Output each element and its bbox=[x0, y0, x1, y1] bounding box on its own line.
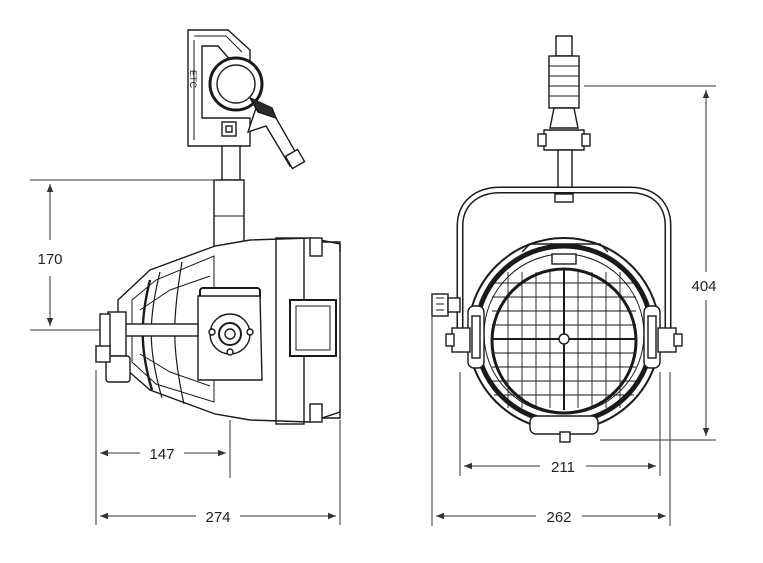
yoke-front bbox=[456, 186, 672, 330]
yoke-knob-left bbox=[431, 293, 485, 369]
color-frame-grid bbox=[490, 267, 638, 415]
dim-label-404: 404 bbox=[691, 278, 716, 295]
yoke-knob-right bbox=[643, 305, 683, 369]
front-view bbox=[431, 35, 683, 443]
lamp-housing-front bbox=[431, 237, 683, 443]
dim-label-274: 274 bbox=[205, 509, 230, 526]
stem-front bbox=[537, 35, 591, 191]
dim-label-170: 170 bbox=[37, 251, 62, 268]
body-side bbox=[95, 237, 341, 425]
dim-label-147: 147 bbox=[149, 446, 174, 463]
dimension-lines bbox=[30, 85, 716, 526]
c-clamp-side: ETC bbox=[187, 29, 306, 170]
dim-label-262: 262 bbox=[546, 509, 571, 526]
side-view: ETC bbox=[95, 29, 341, 425]
dimension-labels: 170 147 274 404 211 262 bbox=[37, 251, 716, 526]
brand-label: ETC bbox=[188, 70, 198, 89]
dim-label-211: 211 bbox=[551, 459, 575, 476]
